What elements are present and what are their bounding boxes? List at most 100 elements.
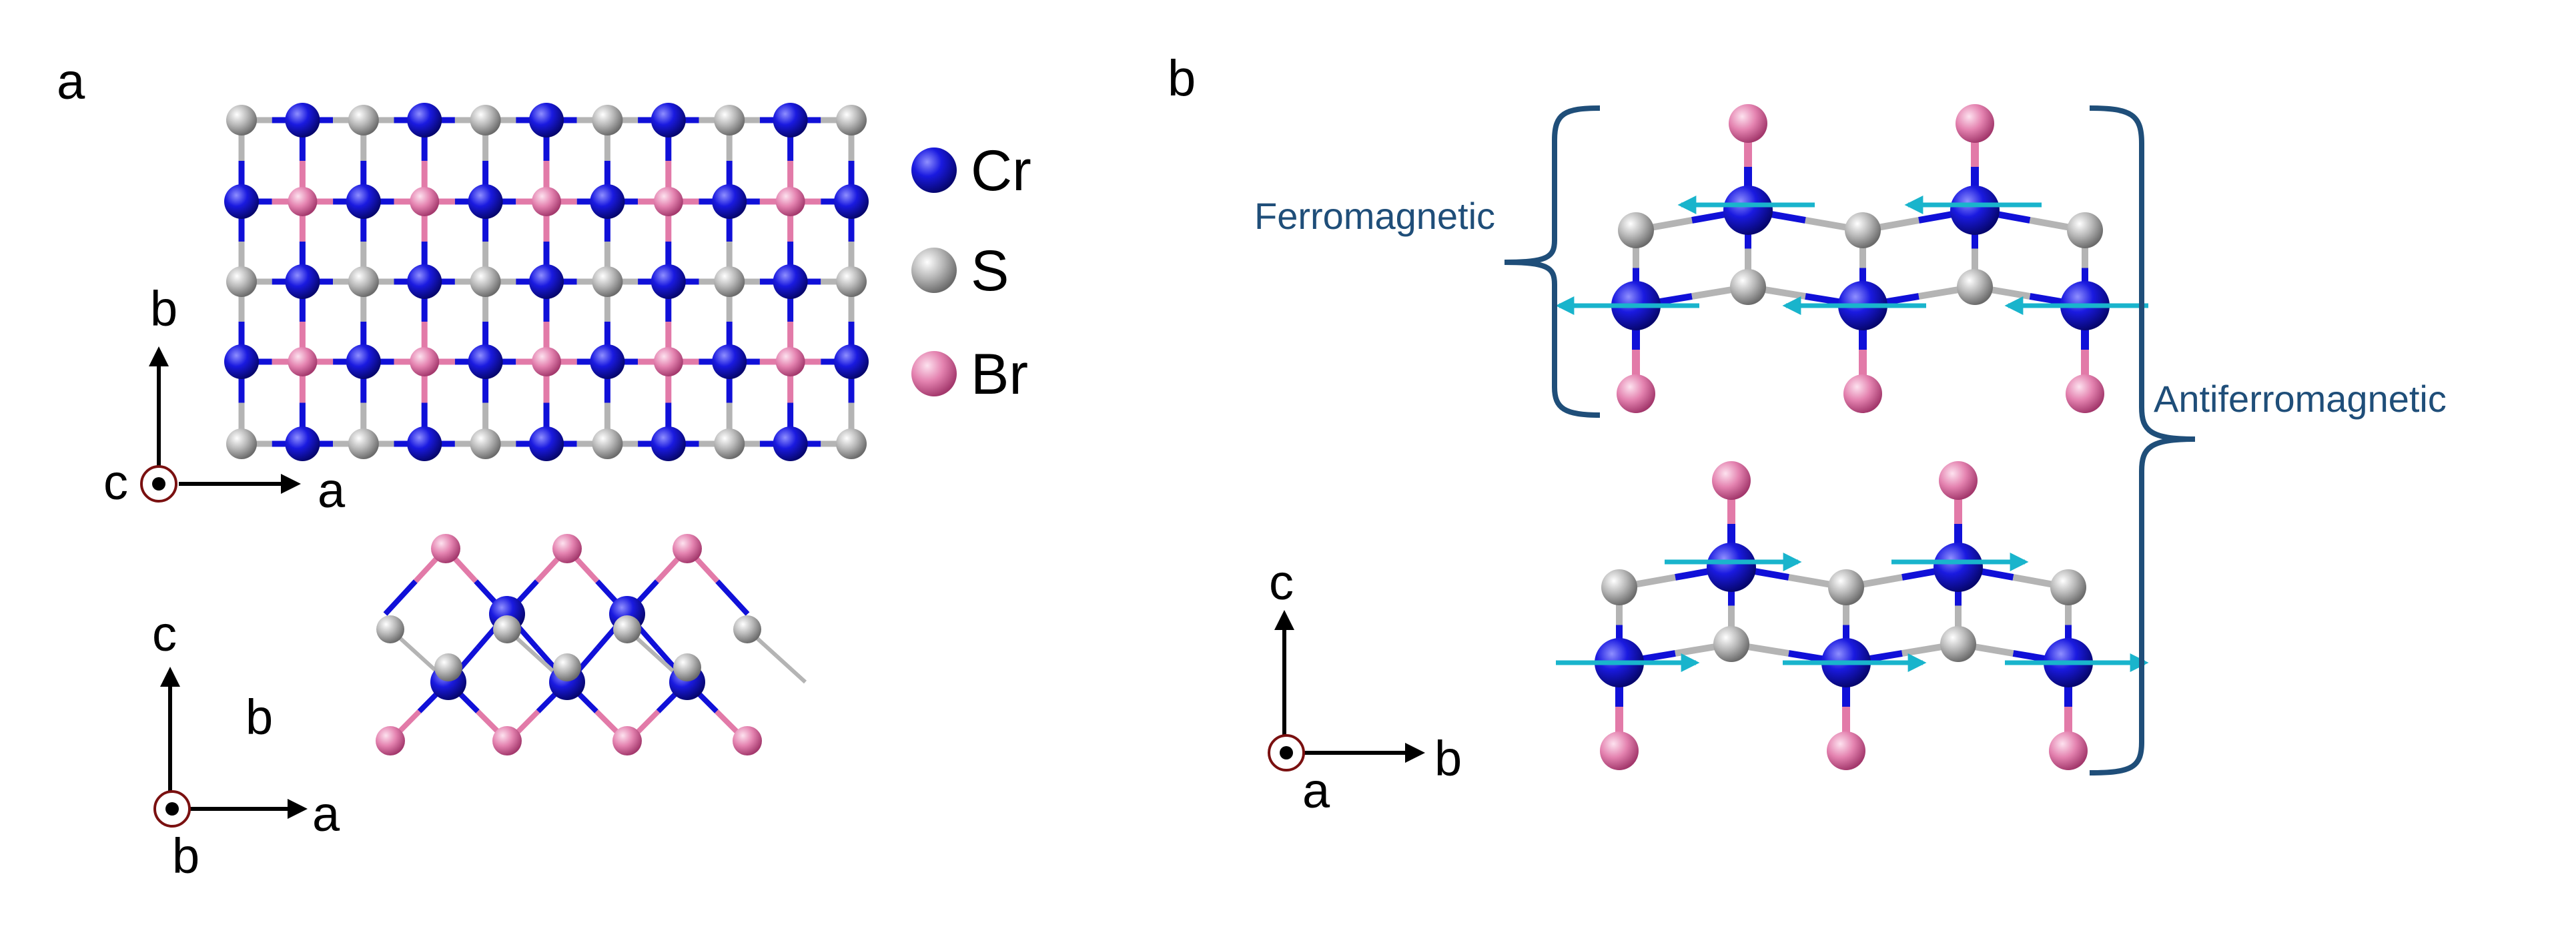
cr-atom xyxy=(834,344,869,379)
s-atom xyxy=(553,653,581,681)
legend-item-br: Br xyxy=(911,342,1028,406)
legend-label-cr: Cr xyxy=(971,139,1031,203)
br-atom xyxy=(376,726,405,755)
br-atom xyxy=(288,187,318,216)
cr-atom xyxy=(224,344,259,379)
axis-label-horizontal: a xyxy=(312,786,340,842)
cr-atom xyxy=(651,103,686,137)
cr-atom xyxy=(468,344,503,379)
top-view-axes: b a c xyxy=(103,281,346,518)
cr-atom xyxy=(407,103,442,137)
axis-label-extra: b xyxy=(246,689,273,745)
s-atom-icon xyxy=(911,248,957,293)
cr-atom xyxy=(529,264,564,299)
legend-label-br: Br xyxy=(971,342,1028,406)
axis-label-out-of-plane: b xyxy=(172,828,199,884)
cr-atom xyxy=(1707,543,1756,592)
out-of-plane-dot xyxy=(165,802,179,816)
s-atom xyxy=(434,653,462,681)
axis-label-vertical: b xyxy=(150,281,177,336)
cr-atom xyxy=(712,344,747,379)
s-atom xyxy=(1713,626,1749,662)
cr-atom xyxy=(285,426,320,461)
cr-atom xyxy=(407,264,442,299)
cr-atom xyxy=(590,344,625,379)
s-atom xyxy=(1845,212,1881,248)
br-atom xyxy=(532,187,561,216)
s-atom xyxy=(376,615,404,643)
axis-label-vertical: c xyxy=(1269,555,1294,610)
out-of-plane-dot xyxy=(152,477,165,491)
br-atom xyxy=(673,534,702,563)
antiferromagnetic-label: Antiferromagnetic xyxy=(2154,378,2447,420)
cr-atom xyxy=(590,184,625,219)
cr-atom xyxy=(651,264,686,299)
s-atom xyxy=(493,615,521,643)
ferromagnetic-bracket-icon xyxy=(1504,105,1601,418)
br-atom-icon xyxy=(911,351,957,396)
br-atom xyxy=(1617,374,1655,413)
axis-label-out-of-plane: c xyxy=(103,454,128,510)
br-atom xyxy=(1939,461,1978,500)
side-view-monolayer xyxy=(376,534,807,755)
s-atom xyxy=(592,105,623,135)
br-atom xyxy=(552,534,582,563)
br-atom xyxy=(612,726,642,755)
element-legend: Cr S Br xyxy=(911,139,1031,406)
s-atom xyxy=(592,428,623,459)
cr-atom xyxy=(1950,186,2000,235)
br-atom xyxy=(1956,104,1994,143)
br-atom xyxy=(653,347,683,376)
axis-label-horizontal: b xyxy=(1434,731,1462,786)
s-atom xyxy=(2050,569,2086,605)
s-atom xyxy=(673,653,701,681)
s-atom xyxy=(592,266,623,297)
br-atom xyxy=(532,347,561,376)
br-atom xyxy=(288,347,318,376)
cr-atom xyxy=(285,264,320,299)
axis-label-horizontal: a xyxy=(318,462,346,518)
ferromagnetic-label: Ferromagnetic xyxy=(1254,195,1495,237)
s-atom xyxy=(714,266,745,297)
cr-atom xyxy=(1723,186,1773,235)
br-atom xyxy=(410,347,440,376)
br-atom xyxy=(431,534,460,563)
s-atom xyxy=(1957,269,1993,305)
cr-atom xyxy=(346,344,381,379)
cr-atom xyxy=(529,103,564,137)
cr-atom xyxy=(773,426,808,461)
br-atom xyxy=(733,726,762,755)
s-atom xyxy=(226,266,257,297)
cr-atom xyxy=(773,103,808,137)
br-atom xyxy=(2049,731,2088,770)
s-atom xyxy=(613,615,641,643)
cr-atom xyxy=(529,426,564,461)
s-atom xyxy=(1730,269,1766,305)
br-atom xyxy=(2066,374,2104,413)
bond xyxy=(775,654,807,684)
axis-label-out-of-plane: a xyxy=(1302,763,1330,818)
s-atom xyxy=(1618,212,1654,248)
br-atom xyxy=(410,187,440,216)
s-atom xyxy=(348,105,379,135)
cr-atom xyxy=(346,184,381,219)
cr-atom xyxy=(407,426,442,461)
s-atom xyxy=(733,615,761,643)
br-atom xyxy=(1827,731,1865,770)
s-atom xyxy=(836,428,867,459)
cr-atom-icon xyxy=(911,147,957,193)
side-view-axes: c a b b xyxy=(152,606,340,884)
cr-atom xyxy=(834,184,869,219)
legend-label-s: S xyxy=(971,239,1009,303)
bilayer-axes: c b a xyxy=(1268,555,1462,818)
top-view-lattice xyxy=(224,103,869,461)
br-atom xyxy=(775,347,805,376)
cr-atom xyxy=(468,184,503,219)
s-atom xyxy=(714,428,745,459)
out-of-plane-dot xyxy=(1280,746,1293,759)
s-atom xyxy=(348,428,379,459)
antiferromagnetic-bracket-icon xyxy=(2089,105,2196,775)
br-atom xyxy=(1729,104,1767,143)
s-atom xyxy=(1940,626,1976,662)
